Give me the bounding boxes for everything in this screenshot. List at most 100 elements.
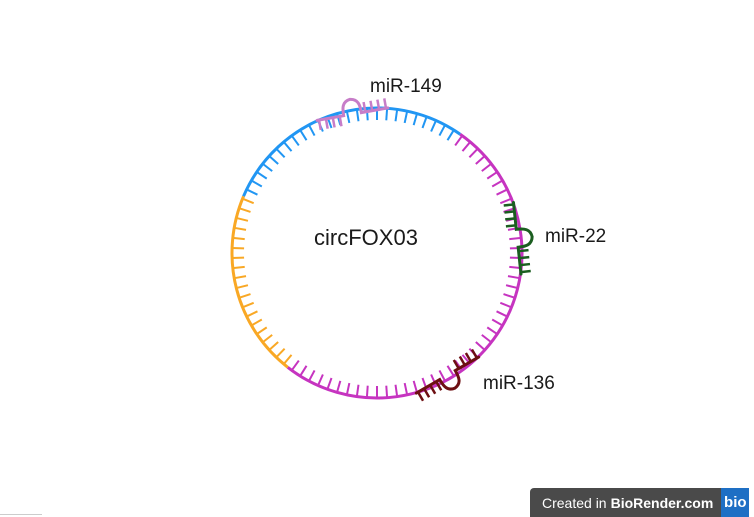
ring-tick — [446, 129, 455, 141]
mir136-label: miR-136 — [483, 373, 555, 394]
mir22-tooth — [520, 269, 531, 274]
ring-tick — [236, 216, 249, 222]
ring-tick — [505, 284, 518, 290]
mir136-tooth — [470, 348, 479, 359]
ring-tick — [475, 341, 486, 351]
mir22-symbol — [503, 200, 534, 276]
ring-tick — [345, 110, 351, 124]
mir149-tooth — [362, 101, 367, 113]
ring-segment-1 — [286, 132, 524, 400]
ring-tick — [355, 109, 360, 122]
mir22-tooth — [505, 224, 516, 228]
mir136-symbol — [414, 348, 481, 402]
mir136-tooth — [416, 391, 425, 402]
ring-tick — [496, 188, 508, 196]
ring-tick — [499, 301, 512, 309]
mir22-tooth — [519, 255, 530, 260]
ring-tick — [246, 310, 258, 318]
ring-tick — [250, 179, 263, 188]
ring-tick — [232, 265, 245, 270]
ring-tick — [256, 171, 268, 180]
ring-tick — [234, 275, 247, 280]
ring-tick — [412, 113, 418, 126]
mir22-tooth — [518, 248, 529, 253]
mir149-tooth — [317, 119, 322, 131]
ring-tick — [308, 369, 316, 382]
ring-tick — [446, 365, 455, 377]
ring-tick — [491, 318, 504, 327]
ring-tick — [468, 148, 479, 159]
circrna-name-label: circFOX03 — [314, 225, 418, 250]
mir149-tooth — [376, 99, 381, 110]
ring-ticks — [232, 108, 522, 398]
mir136-tooth — [429, 384, 437, 395]
ring-tick — [345, 382, 351, 396]
mir136-tooth — [458, 355, 466, 366]
ring-tick — [509, 236, 522, 241]
ring-tick — [234, 226, 247, 231]
mirna-layer — [315, 97, 534, 402]
ring-tick — [326, 377, 333, 390]
ring-tick — [496, 310, 508, 318]
ring-tick — [262, 334, 273, 344]
circrna-ring — [230, 106, 524, 400]
ring-tick — [242, 197, 255, 205]
ring-tick — [499, 197, 512, 205]
ring-tick — [486, 326, 498, 335]
ring-tick — [403, 110, 409, 124]
ring-tick — [238, 293, 251, 299]
mir149-backbone — [315, 97, 390, 122]
biorender-watermark[interactable]: Created in BioRender.com bio — [530, 488, 754, 517]
ring-tick — [412, 380, 418, 393]
ring-tick — [317, 374, 324, 386]
ring-tick — [491, 179, 504, 188]
ring-tick — [242, 301, 255, 309]
ring-tick — [438, 369, 446, 382]
ring-tick — [236, 284, 249, 290]
ring-tick — [421, 116, 428, 129]
ring-tick — [256, 326, 268, 335]
ring-tick — [481, 162, 492, 172]
watermark-prefix: Created in — [542, 494, 607, 511]
ring-tick — [403, 382, 409, 396]
watermark-text: Created in BioRender.com — [530, 488, 722, 517]
mir149-tooth — [383, 98, 388, 109]
ring-tick — [394, 109, 399, 122]
ring-tick — [262, 162, 273, 172]
ring-tick — [461, 141, 471, 152]
ring-tick — [290, 360, 300, 371]
ring-tick — [268, 155, 279, 165]
mir22-tooth — [503, 203, 514, 207]
watermark-brand: BioRender.com — [610, 494, 714, 511]
mir136-tooth — [423, 387, 431, 398]
ring-tick — [385, 108, 389, 121]
ring-tick — [454, 135, 464, 146]
mir22-tooth — [505, 217, 516, 221]
mir136-tooth — [435, 380, 443, 391]
ring-tick — [283, 141, 293, 152]
ring-tick — [275, 148, 286, 159]
ring-tick — [438, 124, 446, 137]
ring-tick — [299, 365, 308, 377]
ring-tick — [394, 384, 399, 397]
biorender-logo-icon: bio — [721, 488, 750, 517]
mir22-tooth — [504, 210, 515, 214]
mir22-backbone — [511, 200, 534, 276]
ring-tick — [365, 385, 369, 398]
ring-tick — [268, 341, 279, 351]
ring-tick — [299, 129, 308, 141]
mir149-tooth — [369, 100, 374, 111]
ring-tick — [290, 135, 300, 146]
ring-tick — [336, 380, 342, 393]
ring-tick — [385, 385, 389, 398]
ring-tick — [232, 236, 245, 241]
mir149-tooth — [324, 118, 329, 129]
mir149-label: miR-149 — [370, 76, 442, 97]
mir136-tooth — [452, 359, 460, 370]
ring-tick — [283, 354, 293, 365]
mir149-tooth — [338, 116, 343, 127]
mir22-tooth — [519, 262, 531, 267]
ring-tick — [486, 171, 498, 180]
